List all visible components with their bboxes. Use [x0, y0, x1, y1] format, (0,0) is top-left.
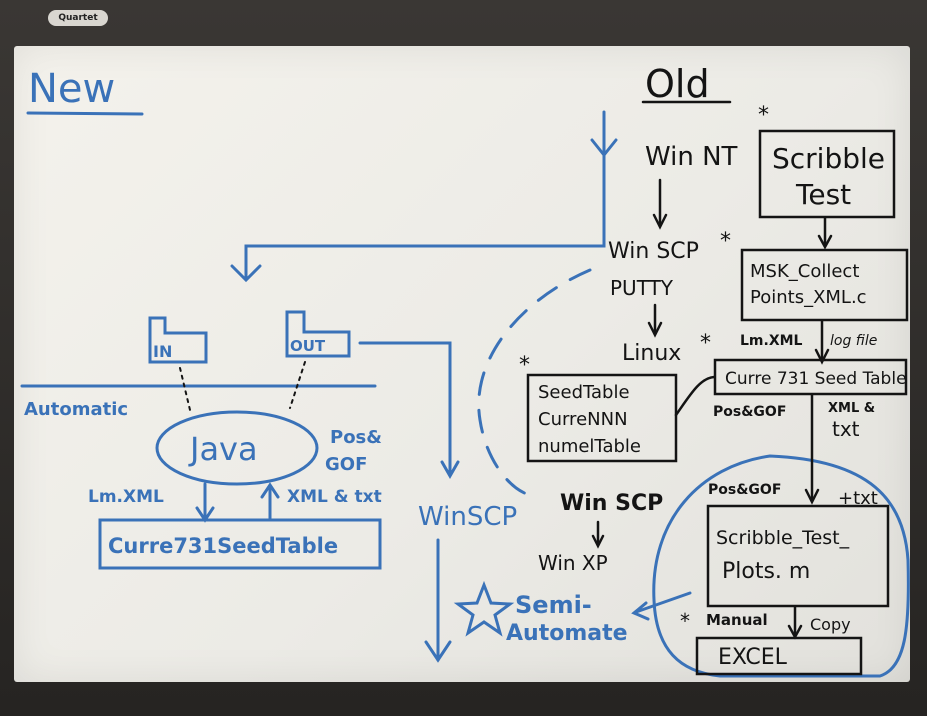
old-pos-gof-label: Pos&GOF [713, 404, 786, 420]
old-winscp-label: Win SCP [608, 239, 699, 264]
seedlist-label-3: numelTable [538, 436, 641, 457]
linux-label: Linux [622, 341, 681, 366]
scribble-label-1: Scribble [772, 142, 885, 175]
scribble-test-box [758, 129, 896, 219]
semi-label-2: Automate [506, 621, 628, 646]
pos-gof2-label: Pos&GOF [708, 482, 781, 498]
msk-collect-box [740, 248, 909, 322]
plots-label-2: Plots. m [722, 559, 810, 584]
seed-table-list-box [526, 373, 678, 463]
blue-arrowhead-left [230, 264, 262, 283]
java-label: Java [188, 430, 258, 468]
java-ellipse [155, 410, 319, 486]
seedlist-label-2: CurreNNN [538, 409, 628, 430]
old-winscp2-label: Win SCP [560, 491, 663, 516]
pos-gof-label-2: GOF [325, 454, 367, 475]
star-icon [453, 580, 515, 637]
excel-label: EXCEL [718, 645, 788, 670]
excel-box [695, 636, 863, 676]
copy-label: Copy [810, 615, 851, 634]
plus-txt-label: +txt [838, 488, 878, 509]
old-heading: Old [645, 62, 710, 106]
asterisk-msk: * [720, 229, 731, 254]
blue-arrow-top [244, 110, 606, 280]
new-heading: New [28, 66, 115, 112]
seedlist-label-1: SeedTable [538, 382, 630, 403]
new-seedtable-box [98, 518, 382, 570]
msk-label-2: Points_XML.c [750, 287, 867, 308]
scribble-label-2: Test [795, 178, 851, 211]
automatic-label: Automatic [24, 399, 128, 420]
blue-arrow-semi [634, 591, 692, 614]
folder-out-icon [285, 310, 351, 358]
new-seedtable-label: Curre731SeedTable [108, 534, 338, 558]
txt-label: txt [832, 417, 860, 441]
semi-label-1: Semi- [515, 591, 592, 619]
brand-logo: Quartet [48, 10, 108, 26]
win-nt-label: Win NT [645, 142, 738, 172]
asterisk-manual: * [680, 609, 690, 633]
new-heading-underline [26, 111, 144, 116]
scribble-plots-box [706, 504, 890, 608]
asterisk-curre: * [700, 331, 711, 356]
folder-out-label: OUT [290, 337, 326, 355]
new-winscp-label: WinSCP [418, 502, 517, 532]
old-lm-xml-label: Lm.XML [740, 333, 803, 349]
win-xp-label: Win XP [538, 551, 608, 575]
blue-arrow-out-winscp [358, 341, 452, 477]
lm-xml-label: Lm.XML [88, 487, 164, 507]
putty-label: PUTTY [610, 276, 674, 300]
blue-dashed-arc [477, 268, 592, 497]
blue-loop-circle [652, 454, 910, 678]
manual-label: Manual [706, 611, 768, 629]
folder-in-label: IN [153, 342, 172, 361]
xml-txt-label: XML & txt [287, 487, 382, 507]
folder-in-icon [148, 316, 208, 364]
plots-label-1: Scribble_Test_ [716, 527, 850, 549]
xml-and-label: XML & [828, 401, 875, 416]
blue-arrowhead-top [590, 138, 618, 158]
log-file-label: log file [830, 333, 877, 349]
msk-label-1: MSK_Collect [750, 261, 859, 282]
asterisk-seedlist: * [519, 353, 530, 378]
asterisk-scribble: * [758, 103, 769, 128]
pos-gof-label-1: Pos& [330, 427, 382, 448]
curre-seed-label: Curre 731 Seed Table [725, 369, 907, 389]
